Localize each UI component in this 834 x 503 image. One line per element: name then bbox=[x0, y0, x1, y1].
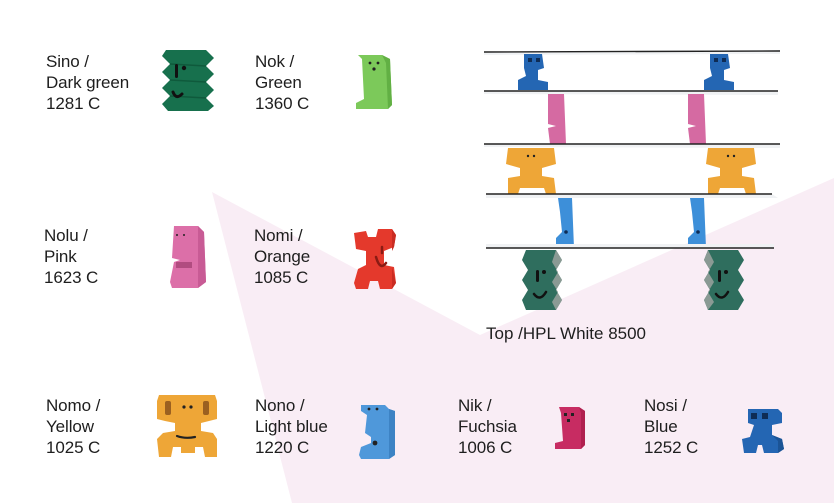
item-name: Nomi / bbox=[254, 226, 303, 245]
item-code: 1281 C bbox=[46, 94, 101, 113]
item-name: Nono / bbox=[255, 396, 305, 415]
nolu-pink-piece-icon bbox=[170, 226, 206, 288]
item-code: 1006 C bbox=[458, 438, 513, 457]
item-name: Nosi / bbox=[644, 396, 687, 415]
item-label-nok: Nok / Green 1360 C bbox=[255, 51, 309, 114]
shelf-board-2 bbox=[484, 90, 778, 95]
item-code: 1085 C bbox=[254, 268, 309, 287]
shelf-leg-pink-right bbox=[688, 94, 706, 144]
item-name: Nomo / bbox=[46, 396, 101, 415]
item-color: Pink bbox=[44, 247, 77, 266]
shelf-board-3 bbox=[484, 143, 780, 148]
item-color: Light blue bbox=[255, 417, 328, 436]
item-label-nosi: Nosi / Blue 1252 C bbox=[644, 395, 698, 458]
shelf-board-1 bbox=[483, 50, 781, 55]
shelf-leg-darkgreen-right bbox=[704, 250, 744, 310]
sino-dark-green-piece-icon bbox=[162, 50, 214, 111]
item-label-sino: Sino / Dark green 1281 C bbox=[46, 51, 129, 114]
item-color: Fuchsia bbox=[458, 417, 517, 436]
item-label-nolu: Nolu / Pink 1623 C bbox=[44, 225, 98, 288]
item-color: Green bbox=[255, 73, 302, 92]
item-color: Dark green bbox=[46, 73, 130, 92]
item-color: Yellow bbox=[46, 417, 94, 436]
shelf-leg-yellow-left bbox=[506, 148, 556, 194]
item-code: 1360 C bbox=[255, 94, 310, 113]
nosi-blue-piece-icon bbox=[742, 409, 784, 453]
shelf-board-5 bbox=[486, 244, 774, 249]
item-code: 1025 C bbox=[46, 438, 101, 457]
item-color: Blue bbox=[644, 417, 678, 436]
item-label-nik: Nik / Fuchsia 1006 C bbox=[458, 395, 517, 458]
item-name: Sino / bbox=[46, 52, 89, 71]
item-code: 1623 C bbox=[44, 268, 99, 287]
shelf-board-4 bbox=[486, 193, 778, 198]
item-code: 1252 C bbox=[644, 438, 699, 457]
shelf-leg-yellow-right bbox=[706, 148, 756, 194]
item-label-nomi: Nomi / Orange 1085 C bbox=[254, 225, 310, 288]
nok-green-piece-icon bbox=[356, 55, 392, 109]
shelf-leg-lightblue-right bbox=[688, 198, 706, 248]
item-color: Orange bbox=[254, 247, 311, 266]
shelf-leg-blue-right bbox=[704, 54, 734, 90]
item-label-nomo: Nomo / Yellow 1025 C bbox=[46, 395, 100, 458]
item-name: Nolu / bbox=[44, 226, 88, 245]
shelf-leg-pink-left bbox=[548, 94, 566, 144]
item-name: Nok / bbox=[255, 52, 295, 71]
nomo-yellow-piece-icon bbox=[157, 395, 217, 457]
shelf-leg-darkgreen-left bbox=[522, 250, 562, 310]
nono-light-blue-piece-icon bbox=[359, 405, 395, 459]
item-label-nono: Nono / Light blue 1220 C bbox=[255, 395, 328, 458]
shelf-leg-blue-left bbox=[518, 54, 548, 90]
nomi-orange-piece-icon bbox=[354, 229, 396, 289]
shelf-illustration bbox=[483, 50, 781, 310]
shelf-leg-lightblue-left bbox=[556, 198, 574, 248]
item-name: Nik / bbox=[458, 396, 492, 415]
shelf-caption: Top /HPL White 8500 bbox=[486, 324, 647, 343]
nik-fuchsia-piece-icon bbox=[555, 407, 585, 449]
item-code: 1220 C bbox=[255, 438, 310, 457]
